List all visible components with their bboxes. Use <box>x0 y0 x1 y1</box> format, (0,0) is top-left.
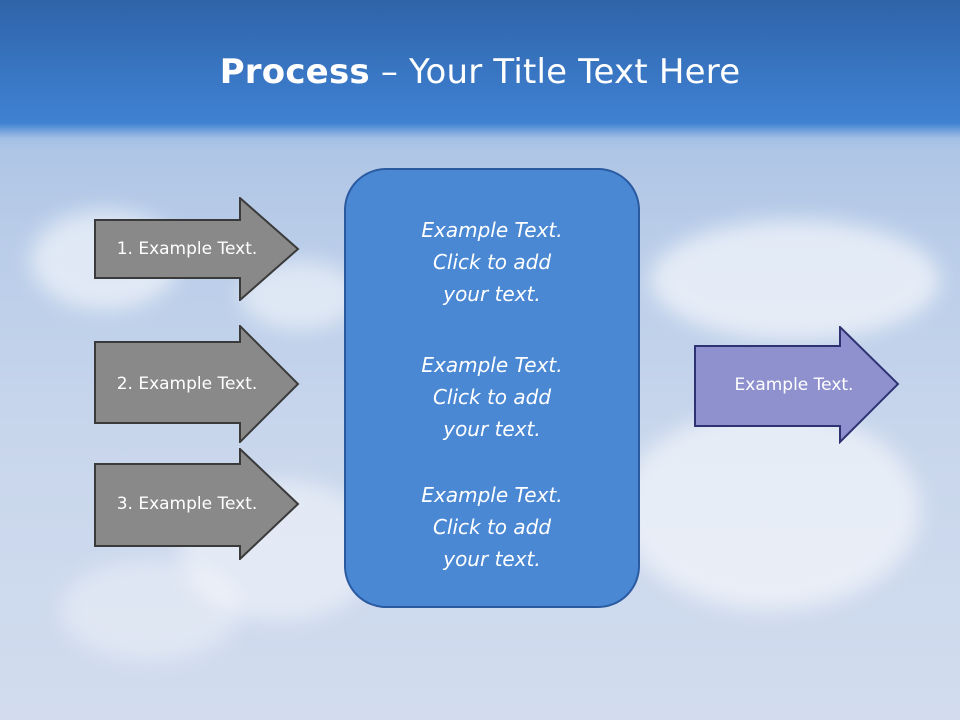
center-text-line: your text. <box>443 547 541 571</box>
center-text-block: Example Text. Click to add your text. <box>346 349 638 445</box>
arrow-right-shape <box>694 326 900 444</box>
center-text-box[interactable]: Example Text. Click to add your text. Ex… <box>344 168 640 608</box>
center-text-line: Example Text. <box>421 353 563 377</box>
title-bar <box>0 0 960 150</box>
step-arrow-1[interactable]: 1. Example Text. <box>94 197 300 301</box>
center-text-line: Click to add <box>432 250 552 274</box>
center-text-line: Click to add <box>432 515 552 539</box>
arrow-right-shape <box>94 197 300 301</box>
center-text-block: Example Text. Click to add your text. <box>346 214 638 310</box>
cloud-decoration <box>650 220 940 340</box>
center-text-line: your text. <box>443 417 541 441</box>
title-rest: – Your Title Text Here <box>369 52 741 92</box>
title-bold: Process <box>219 52 370 92</box>
center-text-line: Example Text. <box>421 218 563 242</box>
cloud-decoration <box>60 560 240 660</box>
step-arrow-label: 3. Example Text. <box>116 494 258 514</box>
arrow-right-shape <box>94 325 300 443</box>
center-text-line: Example Text. <box>421 483 563 507</box>
step-arrow-3[interactable]: 3. Example Text. <box>94 448 300 560</box>
center-text-line: your text. <box>443 282 541 306</box>
center-text-line: Click to add <box>432 385 552 409</box>
step-arrow-label: 1. Example Text. <box>116 239 258 259</box>
arrow-right-shape <box>94 448 300 560</box>
page-title[interactable]: Process – Your Title Text Here <box>0 52 960 92</box>
result-arrow[interactable]: Example Text. <box>694 326 900 444</box>
center-text-block: Example Text. Click to add your text. <box>346 479 638 575</box>
result-arrow-label: Example Text. <box>734 375 854 395</box>
step-arrow-label: 2. Example Text. <box>116 374 258 394</box>
cloud-decoration <box>620 410 920 610</box>
step-arrow-2[interactable]: 2. Example Text. <box>94 325 300 443</box>
